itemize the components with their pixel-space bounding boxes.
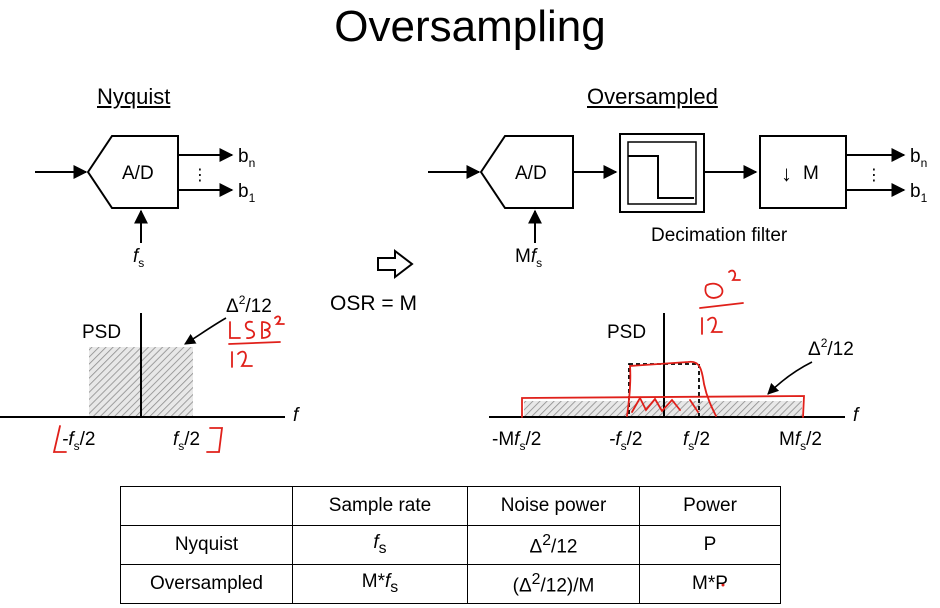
ovs-output-b1: b1	[910, 181, 928, 205]
ovs-tick-pos-mfs: Mfs/2	[779, 429, 822, 453]
transition-arrow-icon	[377, 248, 414, 280]
ovs-sample-rate: M*fs	[292, 564, 468, 604]
comparison-table: Sample rate Noise power Power Nyquist fs…	[120, 486, 781, 604]
ovs-red-signal-outline	[626, 360, 717, 417]
nyquist-output-bn: bn	[238, 146, 255, 170]
ovs-tick-pos-fs: fs/2	[683, 429, 710, 453]
ovs-downsample-label: M	[803, 163, 819, 184]
nyquist-power: P	[639, 525, 781, 565]
ovs-noise-label: Δ2/12	[808, 336, 854, 360]
table-row: Oversampled M*fs (Δ2/12)/M M*P	[120, 564, 781, 604]
ovs-handwritten-12	[701, 316, 723, 335]
nyquist-handwritten-annotations	[52, 315, 285, 453]
nyquist-bracket-left	[52, 425, 67, 453]
decimation-filter-caption: Decimation filter	[651, 225, 788, 246]
nyquist-clock-label: fs	[133, 246, 144, 270]
nyquist-psd-label: PSD	[82, 322, 121, 343]
ovs-handwritten-delta2	[704, 269, 741, 299]
ovs-noise-power: (Δ2/12)/M	[467, 564, 640, 604]
ovs-downsampler-block	[759, 135, 847, 209]
ovs-noise-pointer	[767, 361, 813, 395]
nyquist-psd-plot: PSD f Δ2/12 -fs/2 fs/2	[0, 293, 300, 453]
oversampled-psd-plot: PSD f Δ2/12 -Mfs/2 -fs/2 fs/2 Mfs/2	[489, 313, 860, 453]
ovs-tick-neg-mfs: -Mfs/2	[492, 429, 541, 453]
row-label-oversampled: Oversampled	[120, 564, 293, 604]
nyquist-noise-label: Δ2/12	[226, 293, 272, 317]
nyquist-heading: Nyquist	[97, 84, 171, 109]
table-row: Nyquist fs Δ2/12 P	[120, 525, 781, 565]
oversampled-heading: Oversampled	[587, 84, 718, 109]
ovs-handwritten-bar	[699, 302, 744, 309]
row-label-nyquist: Nyquist	[120, 525, 293, 565]
nyquist-sample-rate: fs	[292, 525, 468, 565]
ovs-psd-label: PSD	[607, 322, 646, 343]
down-arrow-icon: ↓	[781, 161, 792, 186]
ovs-handwritten-annotations	[521, 269, 805, 587]
ovs-decimation-filter-block	[619, 133, 705, 213]
table-header-row: Sample rate Noise power Power	[120, 486, 781, 526]
ovs-filter-inner-frame	[627, 141, 697, 205]
ovs-red-scribble	[631, 396, 699, 413]
ovs-red-noise-outline	[521, 395, 805, 418]
ovs-clock-label: Mfs	[515, 246, 542, 270]
nyquist-output-b1: b1	[238, 181, 256, 205]
nyquist-adc-label: A/D	[122, 163, 154, 184]
table-header-cell	[120, 486, 293, 526]
table-header-cell: Power	[639, 486, 781, 526]
nyquist-ellipsis: ⋮	[192, 167, 208, 184]
table-header-cell: Sample rate	[292, 486, 468, 526]
ovs-output-bn: bn	[910, 146, 927, 170]
nyquist-block-diagram: A/D ⋮ bn b1 fs	[35, 135, 256, 270]
nyquist-handwritten-bar	[228, 341, 281, 345]
page-title: Oversampling	[334, 2, 606, 51]
ovs-tick-neg-fs: -fs/2	[609, 429, 642, 453]
ovs-ellipsis: ⋮	[866, 167, 882, 184]
ovs-freq-label: f	[853, 405, 860, 426]
nyquist-handwritten-lsb	[229, 315, 285, 339]
nyquist-bracket-right	[206, 427, 224, 453]
lowpass-response-icon	[628, 155, 694, 199]
table-header-cell: Noise power	[467, 486, 640, 526]
nyquist-handwritten-12	[231, 350, 253, 368]
oversampled-block-diagram: A/D ↓ M ⋮ bn b1 Decimation filter Mfs	[428, 133, 928, 270]
ovs-power: M*P	[639, 564, 781, 604]
nyquist-freq-label: f	[293, 405, 300, 426]
osr-label: OSR = M	[330, 292, 417, 315]
nyquist-noise-pointer	[184, 317, 227, 345]
ovs-adc-label: A/D	[515, 163, 547, 184]
nyquist-adc-block	[86, 135, 179, 209]
nyquist-tick-neg: -fs/2	[62, 429, 95, 453]
nyquist-tick-pos: fs/2	[173, 429, 200, 453]
nyquist-noise-power: Δ2/12	[467, 525, 640, 565]
